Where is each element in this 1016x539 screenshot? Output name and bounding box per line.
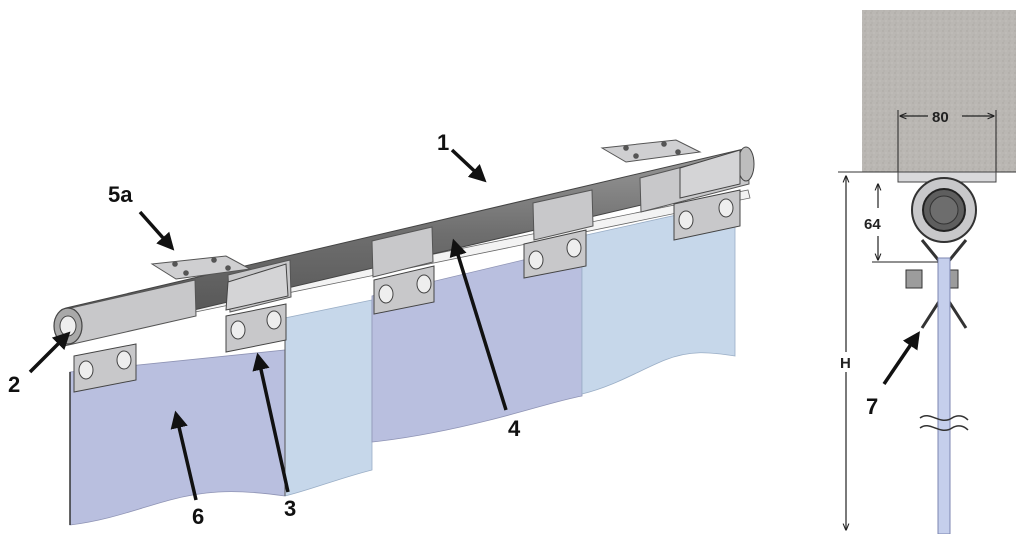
curtain-strip-back-left [284, 299, 373, 497]
clip-2 [225, 263, 289, 353]
section-view: 80 64 H 7 [838, 10, 1016, 535]
clip-4 [523, 229, 587, 279]
callout-2: 2 [8, 372, 20, 397]
callout-6: 6 [192, 504, 204, 529]
dimension-height: H [840, 355, 851, 372]
clip-1 [73, 343, 137, 393]
curtain-strip-front-left [69, 349, 286, 526]
mounting-plates [150, 139, 702, 280]
callout-arrows [28, 148, 508, 501]
clip-3 [373, 265, 435, 315]
callout-7: 7 [866, 394, 878, 419]
ceiling-block [862, 10, 1016, 172]
curtain-strips [69, 201, 736, 526]
dimension-width: 80 [932, 109, 949, 126]
curtain-strip-right [581, 201, 736, 395]
strip-clips [73, 149, 741, 393]
dimension-offset: 64 [864, 216, 881, 233]
section-pvc-strip [937, 257, 951, 535]
callout-3: 3 [284, 496, 296, 521]
mounting-plate-right [600, 139, 702, 163]
clip-5 [673, 149, 741, 241]
perspective-view: 1 5a 2 3 4 6 [8, 130, 755, 529]
callout-1: 1 [437, 130, 449, 155]
callout-5a: 5a [108, 182, 133, 207]
callout-4: 4 [508, 416, 521, 441]
